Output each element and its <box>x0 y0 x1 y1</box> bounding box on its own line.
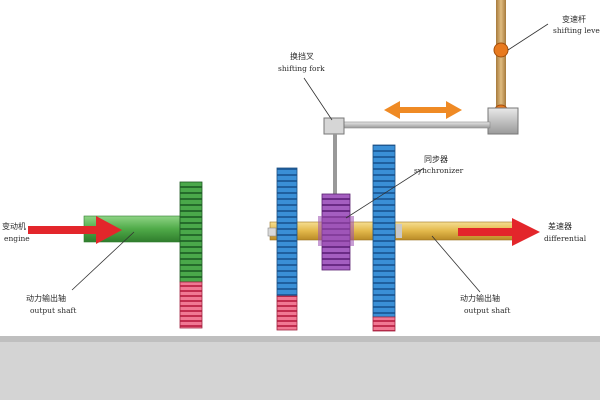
label-differential-cn: 差速器 <box>548 221 572 231</box>
label-output-shaft-left-cn: 动力输出轴 <box>26 293 66 303</box>
label-differential: 差速器 differential <box>544 221 587 243</box>
label-shifting-lever: 变速杆 shifting lever <box>553 14 600 35</box>
leader-lines <box>71 23 549 293</box>
label-output-shaft-right-cn: 动力输出轴 <box>460 293 500 303</box>
synchronizer-hub <box>318 193 354 271</box>
label-output-shaft-right-en: output shaft <box>464 306 510 315</box>
shifting-lever <box>487 0 519 135</box>
fork-rail <box>323 117 491 194</box>
label-shifting-fork: 换挡叉 shifting fork <box>278 51 325 73</box>
differential-output-arrow <box>458 218 540 246</box>
countershaft-gear-1 <box>179 281 203 329</box>
label-synchronizer-en: synchronizer <box>414 166 464 175</box>
label-shifting-fork-en: shifting fork <box>278 64 325 73</box>
countershaft-gear-2 <box>276 295 298 331</box>
label-engine: 变动机 engine <box>2 221 30 243</box>
input-gear <box>179 181 203 283</box>
label-synchronizer: 同步器 synchronizer <box>414 155 464 175</box>
label-output-shaft-left: 动力输出轴 output shaft <box>26 293 76 315</box>
label-shifting-lever-en: shifting lever <box>553 26 600 35</box>
label-output-shaft-right: 动力输出轴 output shaft <box>460 293 510 315</box>
gear-blue-left <box>276 167 298 297</box>
engine-input-arrow <box>28 216 122 244</box>
floor-band <box>0 336 600 400</box>
countershaft-gear-3 <box>372 316 396 332</box>
label-engine-cn: 变动机 <box>2 221 26 231</box>
label-differential-en: differential <box>544 234 587 243</box>
label-shifting-lever-cn: 变速杆 <box>562 14 586 24</box>
label-shifting-fork-cn: 换挡叉 <box>290 51 314 61</box>
label-synchronizer-cn: 同步器 <box>424 155 448 164</box>
gear-blue-right <box>372 144 396 318</box>
shift-direction-arrow <box>384 101 462 119</box>
label-output-shaft-left-en: output shaft <box>30 306 76 315</box>
label-engine-en: engine <box>4 234 30 243</box>
